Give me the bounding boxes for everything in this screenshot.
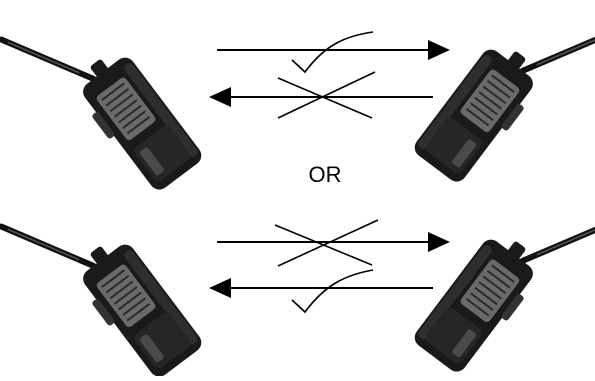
transmit-arrow-left bbox=[209, 87, 433, 107]
transmit-arrow-right bbox=[217, 232, 450, 252]
cross-mark-icon bbox=[277, 71, 376, 119]
or-separator-label: OR bbox=[308, 162, 342, 187]
walkie-talkie-icon bbox=[411, 166, 595, 376]
transmit-arrow-left bbox=[209, 278, 433, 298]
walkie-talkie-icon bbox=[411, 0, 595, 205]
walkie-talkie-icon bbox=[1, 0, 205, 213]
transmit-arrow-right bbox=[217, 40, 450, 60]
cross-mark-icon bbox=[274, 219, 379, 267]
checkmark-icon bbox=[291, 269, 374, 314]
walkie-talkie-icon bbox=[1, 171, 205, 376]
checkmark-icon bbox=[291, 31, 374, 74]
